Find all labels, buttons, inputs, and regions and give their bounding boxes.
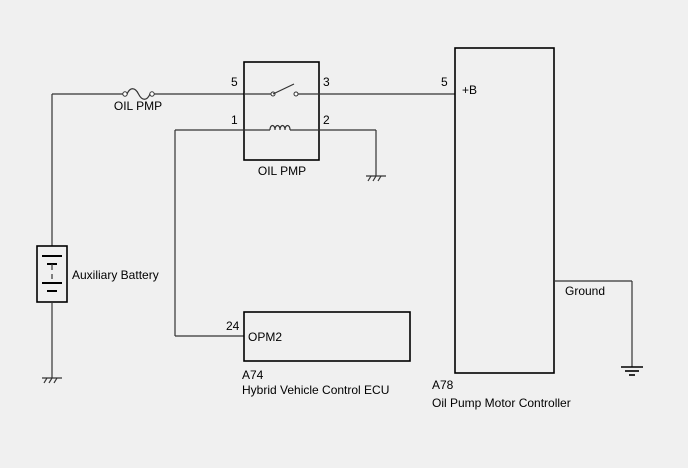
relay-ground xyxy=(319,129,386,182)
ecu-a74: 24 OPM2 A74 Hybrid Vehicle Control ECU xyxy=(226,311,411,397)
relay-pin-3: 3 xyxy=(323,75,330,89)
controller-name: Oil Pump Motor Controller xyxy=(432,396,571,410)
controller-pin-number: 5 xyxy=(441,75,448,89)
ecu-name: Hybrid Vehicle Control ECU xyxy=(242,383,389,397)
relay-label: OIL PMP xyxy=(258,164,306,178)
fuse-label: OIL PMP xyxy=(114,99,162,113)
relay-to-ecu-wire xyxy=(174,129,244,337)
battery-ground xyxy=(42,302,62,384)
controller-a78: 5 +B Ground A78 Oil Pump Motor Controlle… xyxy=(432,47,605,410)
controller-ground xyxy=(554,280,643,376)
fuse-oil-pmp: OIL PMP xyxy=(114,88,162,113)
supply-wire xyxy=(51,93,244,246)
ecu-pin-number: 24 xyxy=(226,319,240,333)
relay-oil-pmp: 5 3 1 2 OIL PMP xyxy=(231,61,330,178)
relay-pin-1: 1 xyxy=(231,113,238,127)
relay-pin-5: 5 xyxy=(231,75,238,89)
auxiliary-battery: Auxiliary Battery xyxy=(36,245,159,303)
controller-ground-label: Ground xyxy=(565,284,605,298)
battery-label: Auxiliary Battery xyxy=(72,268,159,282)
controller-pin-label: +B xyxy=(462,83,477,97)
ecu-pin-label: OPM2 xyxy=(248,330,282,344)
relay-pin-2: 2 xyxy=(323,113,330,127)
controller-code: A78 xyxy=(432,378,454,392)
ecu-code: A74 xyxy=(242,368,264,382)
